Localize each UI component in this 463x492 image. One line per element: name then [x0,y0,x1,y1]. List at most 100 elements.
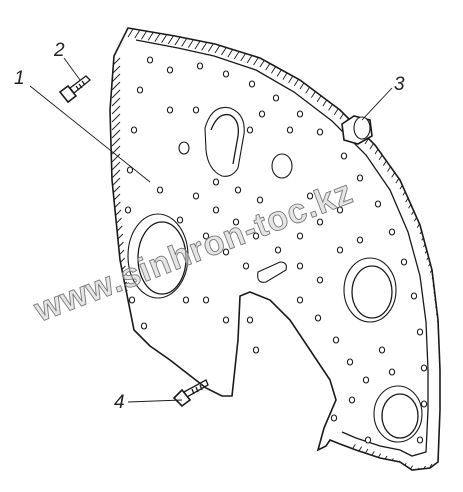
hatch-line [437,459,440,470]
hatch-line [111,121,121,131]
leader-3 [361,87,393,121]
mounting-hole [126,166,134,174]
right-bore-inner [351,265,393,319]
hatch-line [111,65,121,75]
callout-3: 3 [394,74,405,95]
mounting-hole [416,436,424,444]
mounting-hole [340,152,348,160]
mounting-hole [356,174,364,182]
hatch-line [111,73,121,83]
mounting-hole [348,396,356,404]
hatch-line [418,465,426,470]
mounting-hole [182,296,190,304]
mounting-hole [212,206,220,214]
mounting-hole [192,192,200,200]
mounting-hole [272,94,280,102]
hatch-line [111,97,121,107]
hatch-line [111,185,121,195]
mounting-hole [232,218,240,226]
hatch-line [438,430,440,442]
bolt-part-4 [172,379,209,408]
hatch-line [111,129,121,139]
callout-2: 2 [53,40,65,61]
mounting-hole [234,186,242,194]
mounting-hole [274,246,282,254]
mounting-hole [316,276,324,284]
leader-1 [29,85,151,183]
mounting-hole [336,246,344,254]
top-window-inner [210,113,239,165]
mounting-hole [296,232,304,240]
mounting-hole [252,232,260,240]
hatch-line [111,169,121,179]
mounting-hole [222,316,230,324]
mounting-hole [420,364,428,372]
mounting-hole [166,66,174,74]
mounting-hole [248,80,256,88]
mounting-hole [416,328,424,336]
mounting-hole [222,70,230,78]
mounting-hole [378,346,386,354]
hatch-line [122,329,131,339]
mounting-hole [136,86,144,94]
mounting-hole [296,262,304,270]
mounting-hole [140,322,148,330]
bushing-end [353,116,371,140]
leader-lines [29,57,393,403]
mounting-hole [124,206,132,214]
mounting-hole [410,292,418,300]
hatch-line [437,452,440,464]
hatch-line [111,113,121,123]
hatch-line [438,437,440,449]
hatch-line [111,153,121,163]
callout-4: 4 [114,392,125,413]
mounting-hole [256,196,264,204]
mounting-hole [314,314,322,322]
lower-bore-inner [381,393,419,439]
hatch-line [111,105,121,115]
mounting-hole [364,436,372,444]
leader-2 [63,57,81,81]
mounting-hole [146,56,154,64]
hatch-line [438,444,440,457]
mounting-hole [316,218,324,226]
mounting-hole [166,106,174,114]
mounting-hole [346,358,354,366]
mounting-hole [286,126,294,134]
bolt-4-threads [191,384,203,395]
lower-bore [373,385,423,443]
centre-boss [271,153,293,179]
mounting-hole [176,216,184,224]
hatch-line [111,89,121,99]
hatch-line [398,462,407,470]
mounting-hole [388,368,396,376]
mounting-hole [128,296,136,304]
mounting-hole [306,192,314,200]
centre-slot [257,261,287,283]
hatch-line [439,381,440,393]
mounting-hole [156,186,164,194]
mounting-hole [252,346,260,354]
mounting-hole [400,258,408,266]
mounting-hole [202,296,210,304]
mounting-hole [296,110,304,118]
hatch-line [439,422,440,435]
hatch-line [120,305,129,315]
hatch-line [439,374,440,386]
hatch-line [439,407,440,420]
top-window [204,106,245,177]
mounting-hole [212,178,220,186]
mounting-hole [258,110,266,118]
bushing-part-3 [341,115,373,145]
hatch-line [111,161,121,171]
bolt-part-2 [58,75,91,104]
mounting-hole [332,336,340,344]
hatch-line [439,394,440,406]
hatch-line [439,387,440,400]
hatch-line [120,313,130,323]
mounting-hole [202,232,210,240]
mounting-hole [336,206,344,214]
mounting-hole [246,316,254,324]
mounting-holes [124,56,428,444]
